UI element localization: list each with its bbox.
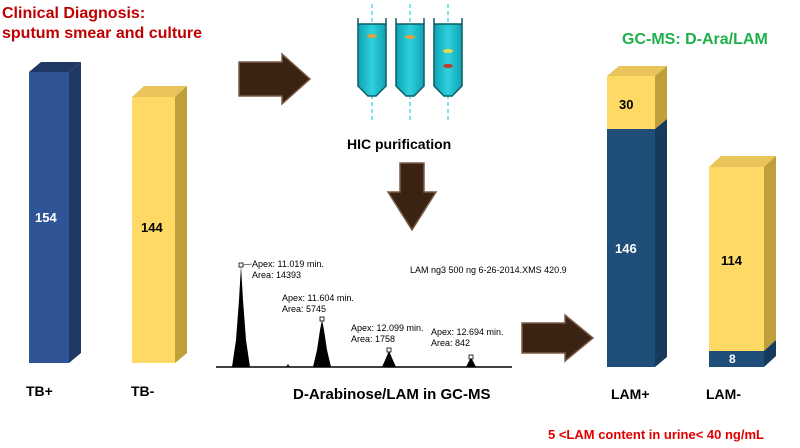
bar-lam-minus-yellow-value-text: 114	[721, 253, 742, 268]
bar-lam-plus-yellow-value: 30	[619, 97, 633, 112]
chromatogram-peak-3	[382, 351, 396, 367]
bar-lam-plus-navy-value: 146	[615, 241, 637, 256]
bar-lam-plus-navy-side	[655, 119, 667, 367]
bar-tb-plus	[29, 62, 81, 363]
bar-tb-minus-side	[175, 86, 187, 363]
peak-4-apex: Apex: 12.694 min.	[431, 327, 504, 337]
chromatogram-peak-2	[313, 320, 331, 367]
bar-lam-minus	[709, 156, 776, 367]
bar-lam-minus-yellow-side	[764, 156, 776, 351]
bar-tb-plus-value: 154	[35, 210, 57, 225]
hic-column-2	[395, 4, 425, 120]
peak-3-apex: Apex: 12.099 min.	[351, 323, 424, 333]
bar-lam-minus-navy-front	[709, 351, 764, 367]
bar-lam-plus-yellow-value-text: 30	[619, 97, 634, 112]
clinical-diagnosis-title: Clinical Diagnosis: sputum smear and cul…	[2, 4, 202, 44]
hic-columns	[357, 4, 463, 120]
gcms-label: D-Arabinose/LAM in GC-MS	[293, 386, 491, 403]
clinical-diagnosis-title-line2: sputum smear and culture	[2, 25, 203, 42]
hic-purification-label: HIC purification	[347, 136, 452, 152]
peak-1-area: Area: 14393	[252, 270, 302, 280]
peak-3-annotation: Apex: 12.099 min. Area: 1758	[351, 323, 424, 345]
hic-column-3	[433, 4, 463, 120]
bar-lam-plus-top	[607, 66, 667, 76]
bar-tb-minus-front	[132, 97, 175, 363]
clinical-diagnosis-title-line1: Clinical Diagnosis:	[2, 5, 146, 22]
bar-lam-minus-navy-side	[764, 340, 776, 367]
bar-tb-plus-value-text: 154	[35, 210, 57, 225]
peak-1-annotation: Apex: 11.019 min. Area: 14393	[252, 259, 324, 281]
category-label-lam-plus: LAM+	[611, 386, 650, 402]
peak-4-annotation: Apex: 12.694 min. Area: 842	[431, 327, 504, 349]
chromatogram-header: LAM ng3 500 ng 6-26-2014.XMS 420.9	[410, 265, 567, 275]
bar-lam-plus-yellow-front	[607, 76, 655, 129]
bar-tb-minus	[132, 86, 187, 363]
bar-tb-plus-front	[29, 72, 69, 363]
category-label-lam-minus: LAM-	[706, 386, 741, 402]
bar-lam-minus-yellow-value: 114	[721, 253, 742, 268]
bar-lam-minus-navy-value: 8	[729, 352, 736, 366]
bar-tb-plus-top	[29, 62, 81, 72]
bar-lam-plus-navy-front	[607, 129, 655, 367]
bar-tb-minus-top	[132, 86, 187, 97]
gcms-title: GC-MS: D-Ara/LAM	[622, 31, 768, 48]
bar-lam-plus-yellow-side	[655, 66, 667, 129]
peak-2-annotation: Apex: 11.604 min. Area: 5745	[282, 293, 354, 315]
bar-lam-minus-yellow-front	[709, 167, 764, 351]
arrow-down-icon	[386, 162, 438, 232]
peak-2-apex: Apex: 11.604 min.	[282, 293, 354, 303]
arrow-right-bottom-icon	[521, 313, 595, 363]
peak-1-apex: Apex: 11.019 min.	[252, 259, 324, 269]
peak-3-area: Area: 1758	[351, 334, 396, 344]
chromatogram-peak-1	[232, 266, 250, 367]
category-label-tb-minus: TB-	[131, 383, 155, 399]
peak-4-area: Area: 842	[431, 338, 471, 348]
chromatogram	[216, 262, 512, 368]
bar-lam-minus-navy-value-text: 8	[729, 352, 736, 366]
bar-tb-minus-value-text: 144	[141, 220, 163, 235]
category-label-tb-plus: TB+	[26, 383, 53, 399]
bar-lam-plus-navy-value-text: 146	[615, 241, 637, 256]
bar-lam-plus	[607, 66, 667, 367]
chromatogram-peak-4	[466, 358, 476, 367]
hic-column-1	[357, 4, 387, 120]
arrow-right-top-icon	[238, 52, 312, 106]
bar-tb-plus-side	[69, 62, 81, 363]
lam-content-note: 5 <LAM content in urine< 40 ng/mL	[548, 427, 764, 442]
bar-tb-minus-value: 144	[141, 220, 163, 235]
peak-2-area: Area: 5745	[282, 304, 327, 314]
bar-lam-minus-top	[709, 156, 776, 167]
